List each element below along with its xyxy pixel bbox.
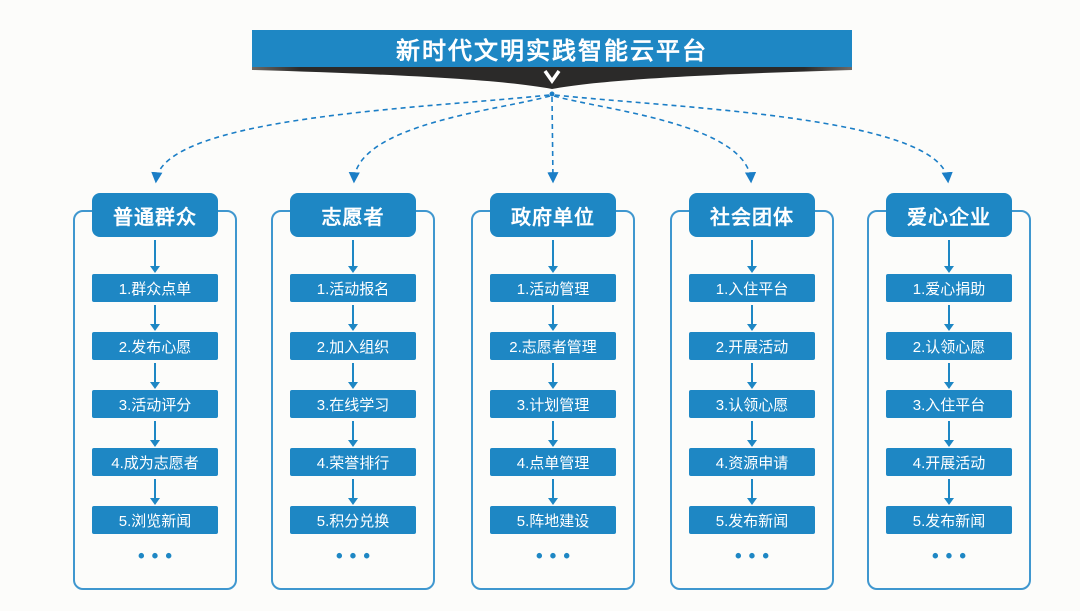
flow-arrow-icon [546,360,560,390]
column-government-units: 政府单位 1.活动管理 2.志愿者管理 3.计划管理 4.点单管理 5.阵地建设… [471,193,635,590]
flow-arrow-icon [942,360,956,390]
flow-arrow-icon [148,302,162,332]
ellipsis-dots: ••• [138,546,179,567]
flow-step: 1.活动报名 [290,274,416,302]
flow-arrow-icon [942,302,956,332]
flow-step: 5.浏览新闻 [92,506,218,534]
flow-step: 5.阵地建设 [490,506,616,534]
dashed-connector-general-public [151,94,550,184]
flow-step: 5.发布新闻 [689,506,815,534]
flow-step: 5.发布新闻 [886,506,1012,534]
flow-step: 4.成为志愿者 [92,448,218,476]
platform-title: 新时代文明实践智能云平台 [396,38,708,65]
column-general-public: 普通群众 1.群众点单 2.发布心愿 3.活动评分 4.成为志愿者 5.浏览新闻… [73,193,237,590]
flow-step: 4.荣誉排行 [290,448,416,476]
column-header: 普通群众 [92,193,218,237]
dashed-connector-government-units [547,96,559,184]
flow-step: 1.爱心捐助 [886,274,1012,302]
ellipsis-dots: ••• [336,546,377,567]
dashed-connector-volunteers [348,95,551,184]
flow-step: 5.积分兑换 [290,506,416,534]
flow-step: 2.加入组织 [290,332,416,360]
flow-step: 2.认领心愿 [886,332,1012,360]
flow-arrow-icon [745,302,759,332]
flow-step: 3.认领心愿 [689,390,815,418]
column-header: 社会团体 [689,193,815,237]
column-header: 政府单位 [490,193,616,237]
column-header-label: 爱心企业 [907,206,991,229]
flow-arrow-icon [942,476,956,506]
dashed-connector-caring-enterprises [554,94,953,184]
flow-step: 2.开展活动 [689,332,815,360]
column-header: 爱心企业 [886,193,1012,237]
flow-arrow-icon [745,476,759,506]
flow-step: 4.开展活动 [886,448,1012,476]
flow-arrow-icon [546,476,560,506]
column-header-label: 志愿者 [321,206,385,229]
ellipsis-dots: ••• [735,546,776,567]
flow-step: 2.志愿者管理 [490,332,616,360]
title-banner: 新时代文明实践智能云平台 [252,30,852,67]
ribbon-shadow [252,66,852,89]
flow-step: 3.计划管理 [490,390,616,418]
flow-step: 1.群众点单 [92,274,218,302]
flow-arrow-icon [148,476,162,506]
flow-arrow-icon [942,418,956,448]
flow-arrow-icon [546,302,560,332]
column-header-label: 社会团体 [710,206,794,229]
flow-step: 4.点单管理 [490,448,616,476]
flow-arrow-icon [346,237,360,274]
flow-arrow-icon [346,360,360,390]
flow-arrow-icon [745,237,759,274]
flow-step: 3.活动评分 [92,390,218,418]
flow-step: 3.在线学习 [290,390,416,418]
flow-step: 4.资源申请 [689,448,815,476]
flow-arrow-icon [148,418,162,448]
flow-arrow-icon [346,302,360,332]
ellipsis-dots: ••• [932,546,973,567]
flow-step: 3.入住平台 [886,390,1012,418]
ellipsis-dots: ••• [536,546,577,567]
flow-arrow-icon [745,418,759,448]
flow-arrow-icon [148,360,162,390]
flow-arrow-icon [546,237,560,274]
column-caring-enterprises: 爱心企业 1.爱心捐助 2.认领心愿 3.入住平台 4.开展活动 5.发布新闻 … [867,193,1031,590]
flow-arrow-icon [745,360,759,390]
column-header-label: 普通群众 [113,206,197,229]
hub-dot [549,91,555,97]
column-header-label: 政府单位 [511,206,595,229]
flow-arrow-icon [346,418,360,448]
flow-step: 1.活动管理 [490,274,616,302]
flow-arrow-icon [346,476,360,506]
flow-arrow-icon [546,418,560,448]
dashed-connector-social-groups [553,95,757,184]
flow-arrow-icon [148,237,162,274]
flow-step: 2.发布心愿 [92,332,218,360]
flow-step: 1.入住平台 [689,274,815,302]
column-header: 志愿者 [290,193,416,237]
down-chevron-icon [543,69,561,85]
column-social-groups: 社会团体 1.入住平台 2.开展活动 3.认领心愿 4.资源申请 5.发布新闻 … [670,193,834,590]
column-volunteers: 志愿者 1.活动报名 2.加入组织 3.在线学习 4.荣誉排行 5.积分兑换 •… [271,193,435,590]
flow-arrow-icon [942,237,956,274]
